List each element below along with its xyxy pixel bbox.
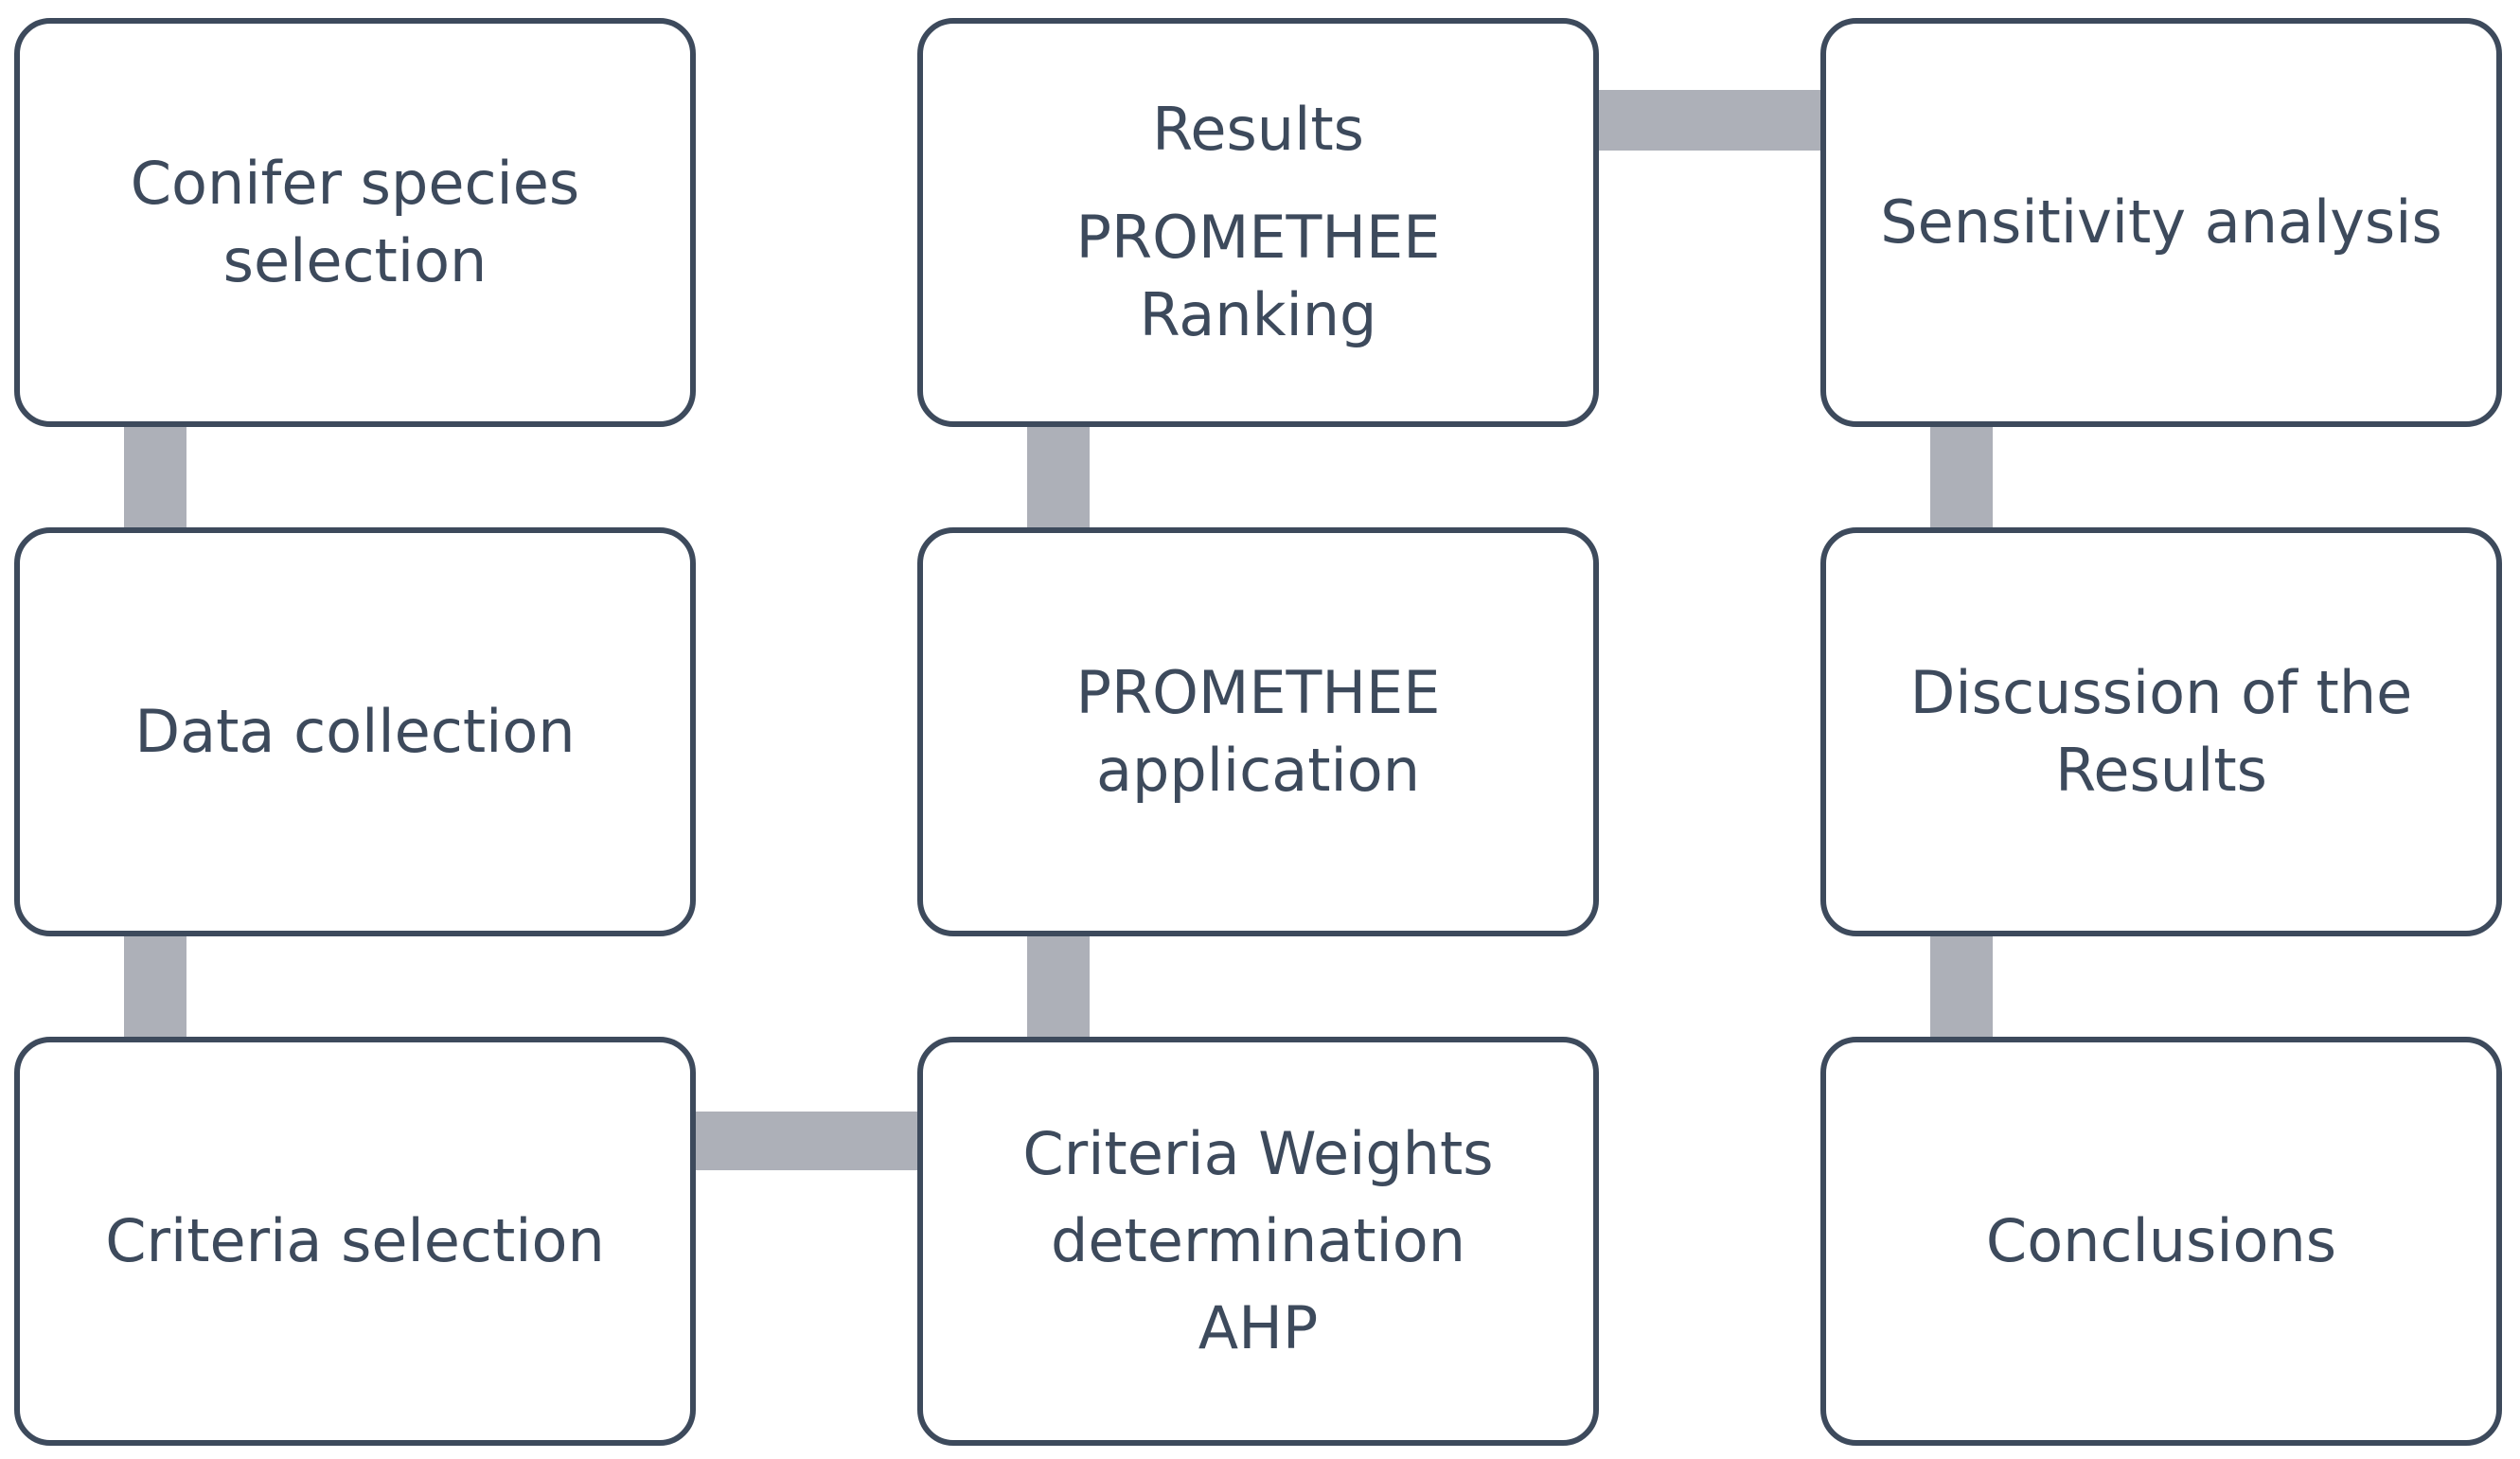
- box-text-line: Sensitivity analysis: [1880, 187, 2442, 257]
- connector-discussion-to-conclusions: [1930, 934, 1993, 1041]
- box-criteria-weights-ahp: Criteria Weights determination AHP: [917, 1037, 1599, 1446]
- box-text-line: PROMETHEE: [1075, 203, 1441, 272]
- connector-data-to-criteria: [124, 934, 186, 1041]
- connector-application-to-results: [1027, 425, 1090, 532]
- box-conclusions: Conclusions: [1820, 1037, 2502, 1446]
- box-text-line: AHP: [1198, 1293, 1319, 1362]
- box-text-line: Results: [2055, 736, 2267, 805]
- box-discussion-of-results: Discussion of the Results: [1820, 527, 2502, 936]
- box-text-line: Discussion of the: [1909, 658, 2413, 727]
- connector-results-to-sensitivity: [1598, 90, 1825, 151]
- box-promethee-application: PROMETHEE application: [917, 527, 1599, 936]
- box-text-line: Criteria selection: [105, 1206, 605, 1275]
- box-conifer-species-selection: Conifer species selection: [14, 18, 696, 427]
- box-text-line: Criteria Weights: [1022, 1119, 1494, 1188]
- connector-weights-to-application: [1027, 934, 1090, 1041]
- connector-criteria-to-weights: [695, 1112, 922, 1170]
- box-criteria-selection: Criteria selection: [14, 1037, 696, 1446]
- connector-sensitivity-to-discussion: [1930, 425, 1993, 532]
- connector-conifer-to-data: [124, 425, 186, 532]
- box-text-line: PROMETHEE: [1075, 658, 1441, 727]
- box-text-line: determination: [1050, 1206, 1466, 1275]
- box-text-line: Conifer species: [130, 149, 580, 218]
- box-data-collection: Data collection: [14, 527, 696, 936]
- box-text-line: Conclusions: [1985, 1206, 2337, 1275]
- box-text-line: application: [1096, 736, 1420, 805]
- box-sensitivity-analysis: Sensitivity analysis: [1820, 18, 2502, 427]
- box-text-line: Ranking: [1139, 280, 1377, 349]
- box-text-line: selection: [222, 226, 488, 295]
- box-text-line: Data collection: [134, 697, 576, 766]
- box-text-line: Results: [1152, 95, 1364, 164]
- box-results-promethee-ranking: Results PROMETHEE Ranking: [917, 18, 1599, 427]
